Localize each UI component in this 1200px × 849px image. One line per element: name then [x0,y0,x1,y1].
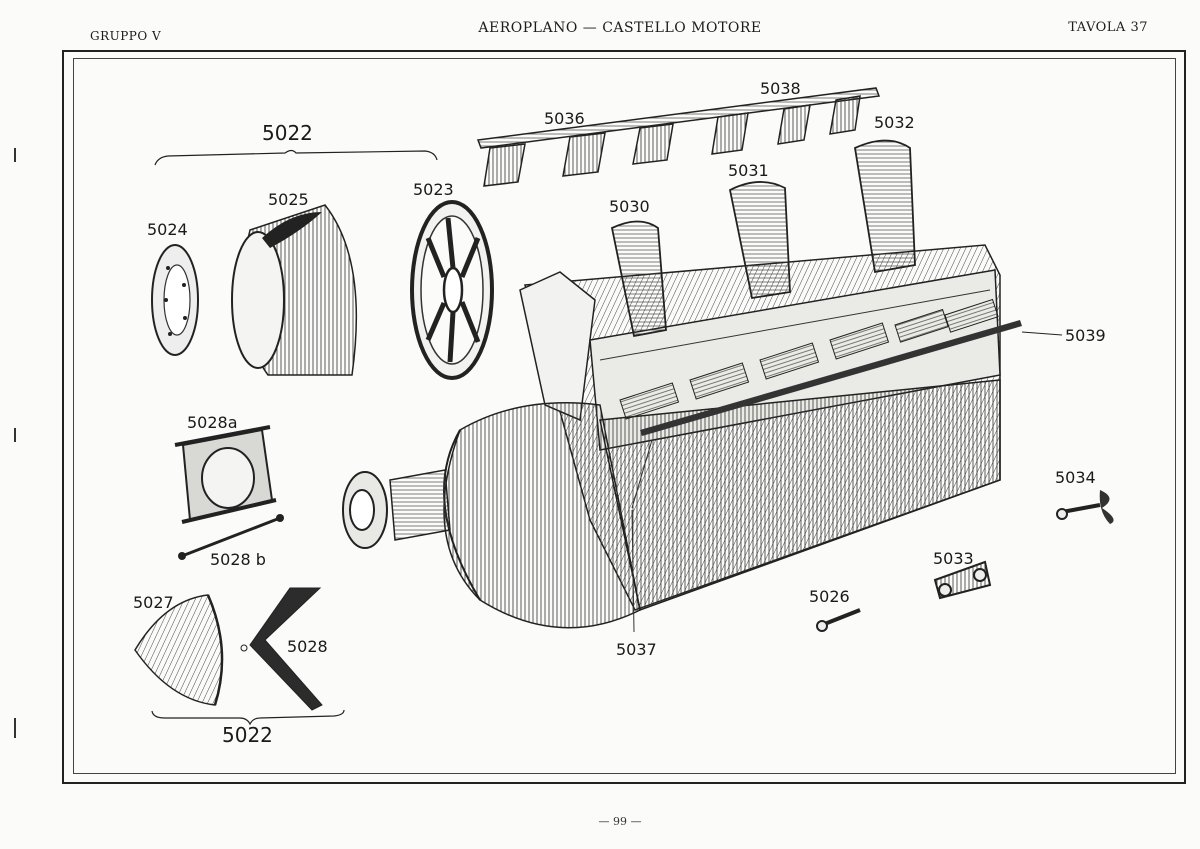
part-5039-rail [619,298,1063,436]
propeller-shaft-hub [342,469,451,549]
plate-number: TAVOLA 37 [1068,20,1148,35]
page-title: AEROPLANO — CASTELLO MOTORE [478,20,762,36]
bracket-5022-bottom [151,709,345,726]
part-5034-wingnut [1056,490,1114,524]
label-5037: 5037 [616,640,657,659]
part-5023-spoked-wheel [410,200,494,380]
label-5024: 5024 [147,220,188,239]
label-5030: 5030 [609,197,650,216]
label-5031: 5031 [728,161,769,180]
crankcase-barrel [443,379,1001,629]
label-5025: 5025 [268,190,309,209]
label-5038: 5038 [760,79,801,98]
label-5028a: 5028a [187,413,238,432]
exhaust-stacks [610,139,916,338]
part-5024-disc [151,244,199,356]
label-5022-bottom: 5022 [222,723,273,747]
leader-lines [631,439,653,633]
part-5027-spinner [134,594,224,706]
label-5034: 5034 [1055,468,1096,487]
label-5033: 5033 [933,549,974,568]
label-5022-top: 5022 [262,121,313,145]
label-5026: 5026 [809,587,850,606]
margin-mark [14,148,16,162]
label-5028: 5028 [287,637,328,656]
margin-mark [14,428,16,442]
part-5028-strut [240,587,323,711]
part-5028b-rod [178,514,284,560]
margin-mark [14,718,16,738]
page-number: — 99 — [598,815,642,828]
part-5026-bolt [816,608,861,632]
label-5039: 5039 [1065,326,1106,345]
label-5027: 5027 [133,593,174,612]
label-5032: 5032 [874,113,915,132]
outer-frame [62,50,1186,784]
part-5028a-bracket [174,425,277,524]
group-label: GRUPPO V [90,29,162,43]
inner-frame [73,58,1176,774]
part-5036-5038-manifold [476,87,881,187]
label-5028b: 5028 b [210,550,266,569]
label-5036: 5036 [544,109,585,128]
bracket-5022-top [154,149,438,166]
part-5033-clamp [933,560,992,600]
part-5025-cowl [231,204,358,376]
label-5023: 5023 [413,180,454,199]
